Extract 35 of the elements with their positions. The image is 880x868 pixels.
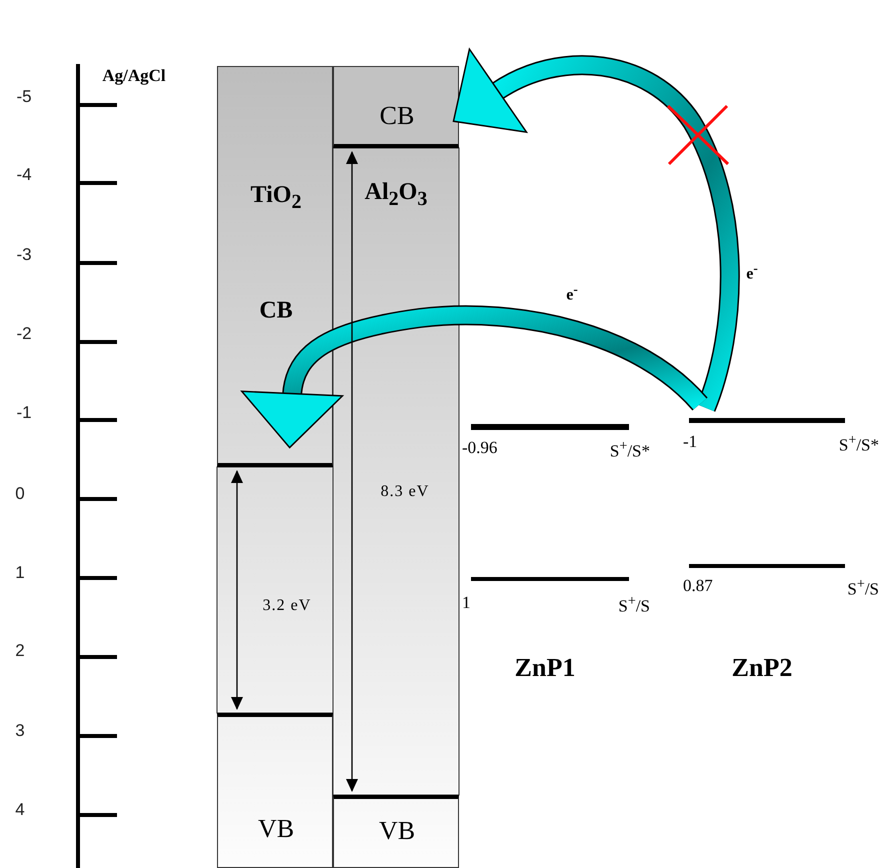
- material-label: Al$_{2}$O$_{3}$: [364, 179, 428, 211]
- potential-value: 0.87: [683, 576, 713, 596]
- band-label: CB: [259, 298, 293, 324]
- dye-name: ZnP1: [514, 653, 576, 683]
- band-gap-value: 3.2 eV: [262, 597, 312, 615]
- potential-value: -0.96: [462, 438, 498, 458]
- potential-value: 1: [462, 593, 470, 613]
- axis-tick-label: 2: [15, 641, 25, 661]
- band-label: VB: [378, 816, 416, 846]
- axis-tick-label: 1: [15, 563, 25, 583]
- redox-couple-label: S$^{+}$/S: [618, 593, 650, 617]
- band-label: CB: [380, 101, 414, 131]
- axis-tick-label: -4: [16, 165, 32, 185]
- axis-tick-label: 3: [15, 721, 25, 741]
- energy-band-box: [333, 66, 459, 148]
- energy-band-box: [217, 713, 333, 868]
- axis-tick-label: -2: [16, 324, 32, 344]
- axis-tick-label: -5: [16, 87, 32, 107]
- potential-value: -1: [683, 432, 698, 452]
- double-arrow: [346, 151, 358, 792]
- axis-tick-label: -3: [16, 245, 32, 265]
- dye-name: ZnP2: [732, 653, 792, 683]
- band-gap-value: 8.3 eV: [380, 483, 430, 501]
- material-label: TiO$_{2}$: [250, 182, 302, 214]
- redox-couple-label: S$^{+}$/S: [847, 576, 879, 600]
- energy-band-box: [217, 66, 333, 467]
- double-arrow: [231, 470, 243, 710]
- band-label: VB: [258, 814, 294, 844]
- axis-tick-label: 0: [15, 484, 25, 504]
- axis-tick-label: -1: [16, 403, 32, 423]
- redox-couple-label: S$^{+}$/S*: [838, 432, 879, 456]
- axis-title: Ag/AgCl: [102, 66, 166, 86]
- axis-tick-label: 4: [15, 800, 25, 820]
- energy-band-box: [333, 795, 459, 868]
- redox-couple-label: S$^{+}$/S*: [610, 438, 650, 462]
